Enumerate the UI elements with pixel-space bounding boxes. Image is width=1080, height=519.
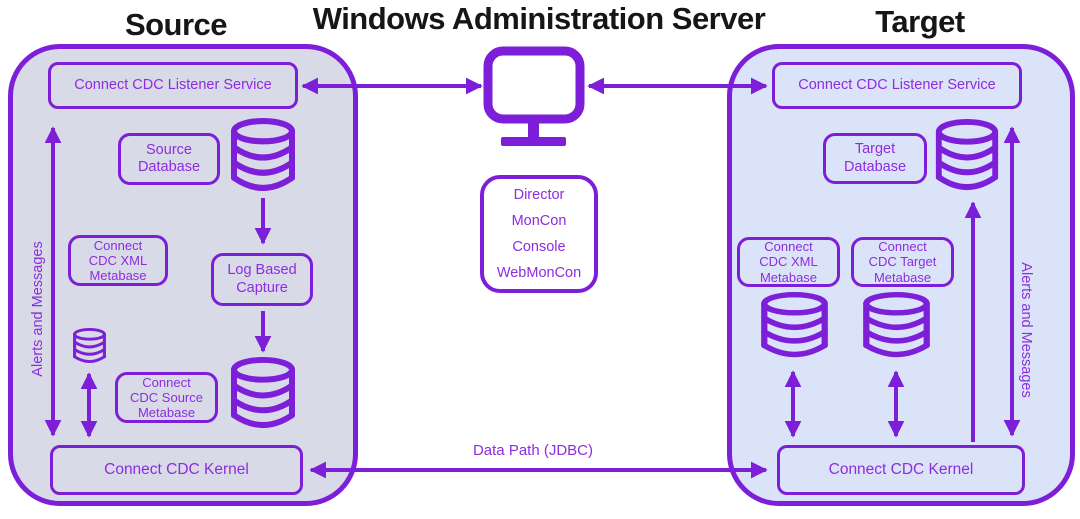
data-path-jdbc-label: Data Path (JDBC) (472, 442, 594, 459)
target-alerts-messages-label: Alerts and Messages (1018, 262, 1034, 398)
source-title: Source (124, 7, 228, 42)
admin-console-box: Director MonCon Console WebMonCon (480, 175, 598, 293)
source-metabase-label: Connect CDC Source Metabase (130, 374, 203, 421)
source-listener-service-box: Connect CDC Listener Service (48, 62, 298, 109)
source-database-label: Source Database (137, 141, 201, 175)
target-xml-metabase-database-icon (757, 292, 832, 359)
target-xml-metabase-box: Connect CDC XML Metabase (737, 237, 840, 287)
target-kernel-box: Connect CDC Kernel (777, 445, 1025, 495)
target-title: Target (875, 4, 965, 39)
source-kernel-label: Connect CDC Kernel (104, 460, 249, 478)
source-database-icon (227, 118, 299, 193)
source-metabase-database-icon (73, 328, 106, 364)
target-listener-service-box: Connect CDC Listener Service (772, 62, 1022, 109)
log-based-capture-box: Log Based Capture (211, 253, 313, 306)
target-database-label: Target Database (843, 141, 907, 175)
target-metabase-box: Connect CDC Target Metabase (851, 237, 954, 287)
admin-server-title: Windows Administration Server (312, 1, 766, 36)
log-based-capture-label: Log Based Capture (227, 262, 297, 296)
monitor-icon (483, 46, 585, 146)
source-xml-metabase-box: Connect CDC XML Metabase (68, 235, 168, 286)
target-xml-metabase-label: Connect CDC XML Metabase (759, 239, 818, 285)
target-metabase-label: Connect CDC Target Metabase (868, 239, 937, 285)
admin-console-tools-label: Director MonCon Console WebMonCon (496, 186, 582, 282)
source-panel (8, 44, 358, 506)
source-listener-service-label: Connect CDC Listener Service (74, 76, 272, 93)
target-database-icon (932, 119, 1002, 192)
source-database-box: Source Database (118, 133, 220, 185)
target-metabase-database-icon (859, 292, 934, 359)
target-kernel-label: Connect CDC Kernel (828, 460, 974, 478)
source-xml-metabase-label: Connect CDC XML Metabase (88, 237, 148, 284)
target-database-box: Target Database (823, 133, 927, 184)
source-metabase-box: Connect CDC Source Metabase (115, 372, 218, 423)
source-alerts-messages-label: Alerts and Messages (30, 241, 46, 377)
target-listener-service-label: Connect CDC Listener Service (798, 76, 996, 93)
capture-database-icon (227, 357, 299, 430)
source-kernel-box: Connect CDC Kernel (50, 445, 303, 495)
